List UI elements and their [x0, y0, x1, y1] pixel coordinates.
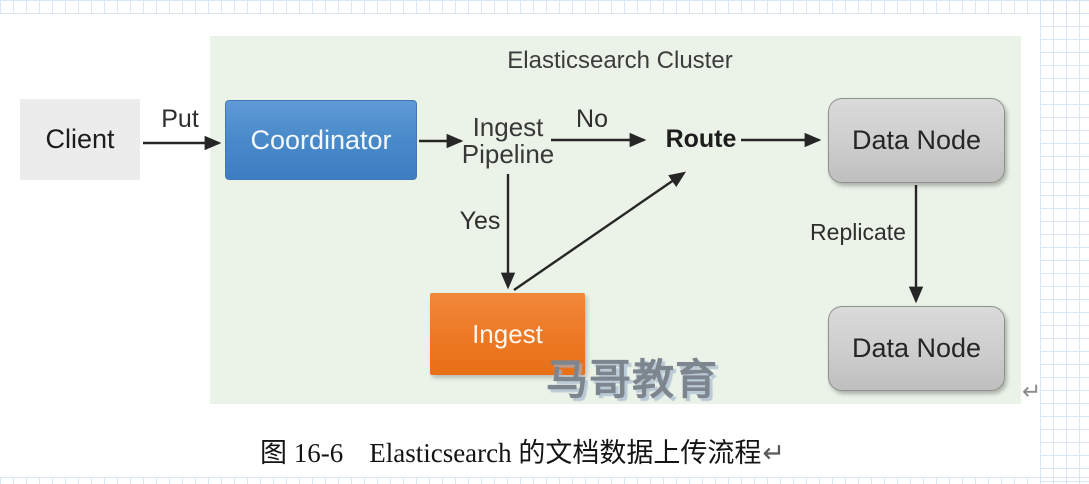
node-client-label: Client: [45, 124, 115, 154]
node-client: Client: [20, 99, 140, 180]
node-data-node-replica: Data Node: [828, 306, 1005, 391]
grid-background-right: [1040, 0, 1089, 484]
edge-label-yes: Yes: [459, 207, 501, 235]
node-data-node-replica-label: Data Node: [851, 333, 982, 363]
node-coordinator-label: Coordinator: [250, 124, 392, 155]
cluster-title: Elasticsearch Cluster: [507, 47, 733, 74]
figure-caption-text: Elasticsearch 的文档数据上传流程: [369, 438, 762, 468]
node-ingest: Ingest: [430, 293, 585, 375]
grid-background-bottom: [0, 477, 1089, 484]
paragraph-mark-icon: ↵: [1022, 378, 1042, 404]
node-data-node-primary: Data Node: [828, 98, 1005, 183]
node-ingest-pipeline: Ingest Pipeline: [461, 112, 555, 170]
node-coordinator: Coordinator: [225, 100, 417, 180]
figure-number: 图 16-6: [259, 438, 344, 468]
watermark-text: 马哥教育: [546, 356, 719, 403]
figure-caption: 图 16-6 Elasticsearch 的文档数据上传流程↵: [0, 431, 1045, 470]
caption-paragraph-mark-icon: ↵: [762, 438, 786, 468]
node-ingest-label: Ingest: [472, 318, 543, 349]
edge-label-put: Put: [161, 105, 199, 133]
edge-label-no: No: [576, 105, 608, 133]
node-data-node-primary-label: Data Node: [851, 125, 982, 155]
grid-background-top: [0, 0, 1089, 14]
node-route: Route: [665, 125, 737, 153]
edge-label-replicate: Replicate: [810, 219, 906, 245]
